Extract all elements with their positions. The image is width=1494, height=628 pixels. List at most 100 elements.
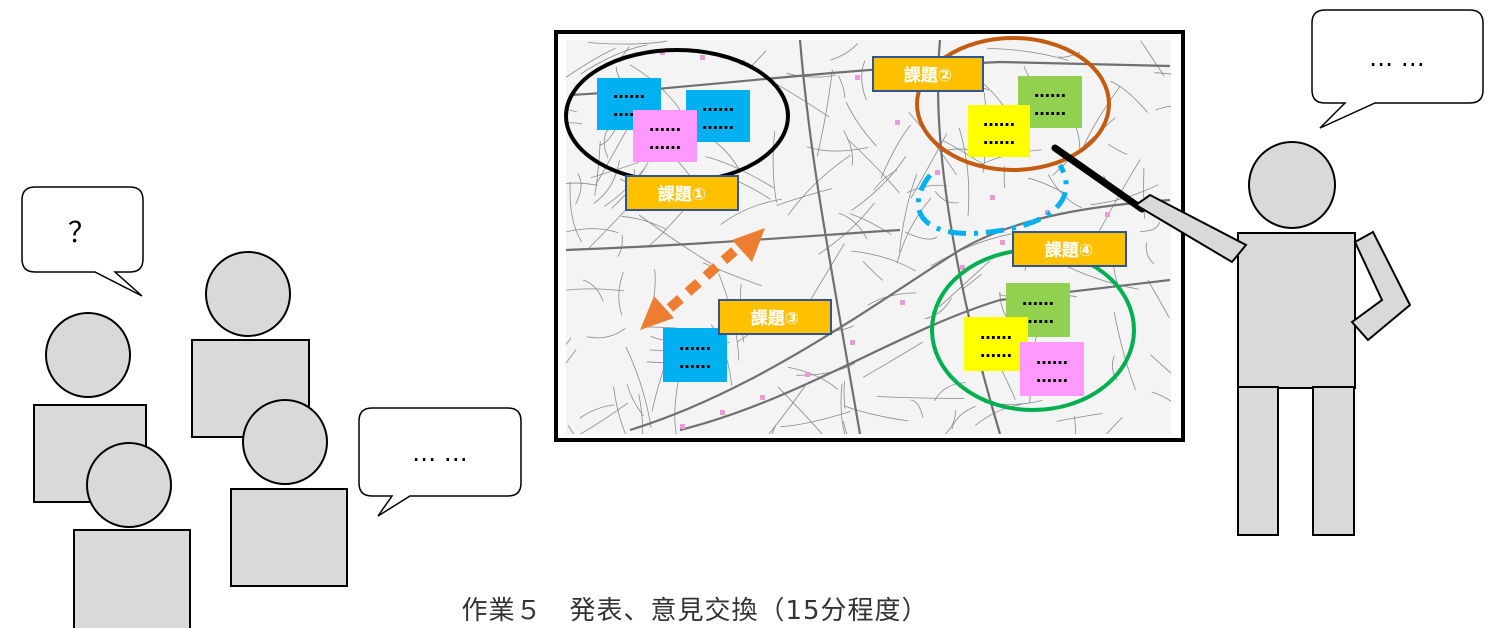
- street-line: [566, 122, 583, 125]
- listener-speech-text: … …: [412, 439, 468, 467]
- station-marker: [900, 300, 905, 305]
- street-line: [1107, 143, 1128, 155]
- street-line: [1143, 167, 1145, 219]
- sticky-note: [964, 317, 1028, 371]
- presenter-right-leg: [1312, 386, 1355, 536]
- audience: [33, 251, 348, 628]
- issue3-notes: …… ……: [663, 328, 727, 382]
- street-line: [566, 182, 598, 186]
- street-line: [1110, 80, 1148, 113]
- presenter-head: [1248, 141, 1336, 229]
- note-text: ……: [1034, 100, 1066, 119]
- street-line: [958, 127, 970, 217]
- issue1-label-text: 課題①: [658, 184, 706, 205]
- street-line: [896, 198, 932, 264]
- street-line: [838, 75, 846, 99]
- street-line: [910, 399, 924, 418]
- street-line: [621, 215, 667, 230]
- street-line: [840, 383, 846, 434]
- note-text: ……: [1036, 367, 1068, 386]
- street-line: [786, 72, 836, 78]
- station-marker: [895, 120, 900, 125]
- note-text: ……: [702, 114, 734, 133]
- street-line: [838, 212, 868, 240]
- note-text: ……: [1034, 82, 1066, 101]
- street-line: [974, 403, 1023, 426]
- issue1-label: 課題①: [625, 175, 739, 211]
- task-caption-text: 作業５ 発表、意見交換（15分程度）: [461, 596, 929, 626]
- street-line: [951, 405, 976, 430]
- street-line: [851, 250, 916, 272]
- street-line: [768, 384, 807, 434]
- presenter-speech-text: … …: [1369, 44, 1425, 72]
- street-line: [638, 394, 643, 434]
- street-line: [772, 131, 777, 203]
- street-line: [845, 101, 877, 147]
- street-line: [963, 274, 982, 290]
- sticky-note: [663, 328, 727, 382]
- street-line: [618, 272, 624, 316]
- street-line: [777, 386, 823, 434]
- station-marker: [935, 170, 940, 175]
- note-text: ……: [679, 335, 711, 354]
- street-line: [1150, 354, 1171, 374]
- street-line: [582, 279, 604, 302]
- street-line: [816, 69, 833, 157]
- issue2-notes: …… …… …… ……: [968, 76, 1082, 157]
- station-marker: [1000, 240, 1005, 245]
- note-text: ……: [649, 134, 681, 153]
- street-line: [1056, 413, 1103, 422]
- street-line: [1083, 85, 1121, 146]
- note-text: ……: [1022, 308, 1054, 327]
- street-line: [580, 44, 647, 75]
- street-line: [851, 156, 907, 211]
- street-line: [899, 173, 918, 253]
- station-marker: [850, 340, 855, 345]
- presenter-figure: [1134, 141, 1412, 536]
- map-board: …… …… …… …… …… …… …… …… …… …… …… …… ……: [554, 30, 1185, 442]
- street-line: [776, 188, 833, 206]
- note-text: ……: [1036, 349, 1068, 368]
- street-line: [566, 47, 616, 78]
- street-line: [705, 156, 775, 189]
- street-line: [861, 60, 867, 101]
- street-line: [702, 262, 762, 287]
- issue4-label-text: 課題④: [1045, 240, 1093, 261]
- sticky-note: [1020, 342, 1084, 396]
- question-speech-bubble: ？: [21, 186, 144, 297]
- street-line: [720, 198, 782, 225]
- street-line: [569, 181, 582, 242]
- presenter-left-leg: [1237, 386, 1279, 536]
- street-line: [588, 40, 668, 45]
- dashed-connection: [915, 163, 1069, 236]
- issue2-label-text: 課題②: [904, 65, 952, 86]
- presenter-hip-arm: [1350, 230, 1412, 342]
- street-line: [843, 130, 853, 166]
- street-line: [1113, 312, 1136, 391]
- street-line: [566, 288, 625, 292]
- station-marker: [680, 424, 685, 429]
- sticky-note: [968, 105, 1030, 157]
- street-line: [626, 384, 644, 417]
- street-line: [638, 214, 712, 265]
- street-line: [910, 133, 948, 199]
- station-marker: [1105, 212, 1110, 217]
- note-text: ……: [1022, 290, 1054, 309]
- street-line: [818, 202, 875, 255]
- street-line: [566, 337, 572, 346]
- issue4-notes: …… …… …… …… …… ……: [964, 283, 1084, 396]
- issue3-label: 課題③: [718, 299, 832, 335]
- note-text: ……: [980, 324, 1012, 343]
- street-line: [575, 173, 582, 205]
- street-line: [942, 139, 987, 167]
- street-line: [842, 420, 847, 434]
- issue2-label: 課題②: [872, 56, 984, 92]
- street-line: [771, 424, 777, 434]
- street-line: [674, 377, 680, 434]
- street-line: [566, 228, 619, 233]
- station-marker: [805, 372, 810, 377]
- station-marker: [960, 265, 965, 270]
- street-line: [880, 124, 911, 179]
- street-line: [594, 141, 601, 196]
